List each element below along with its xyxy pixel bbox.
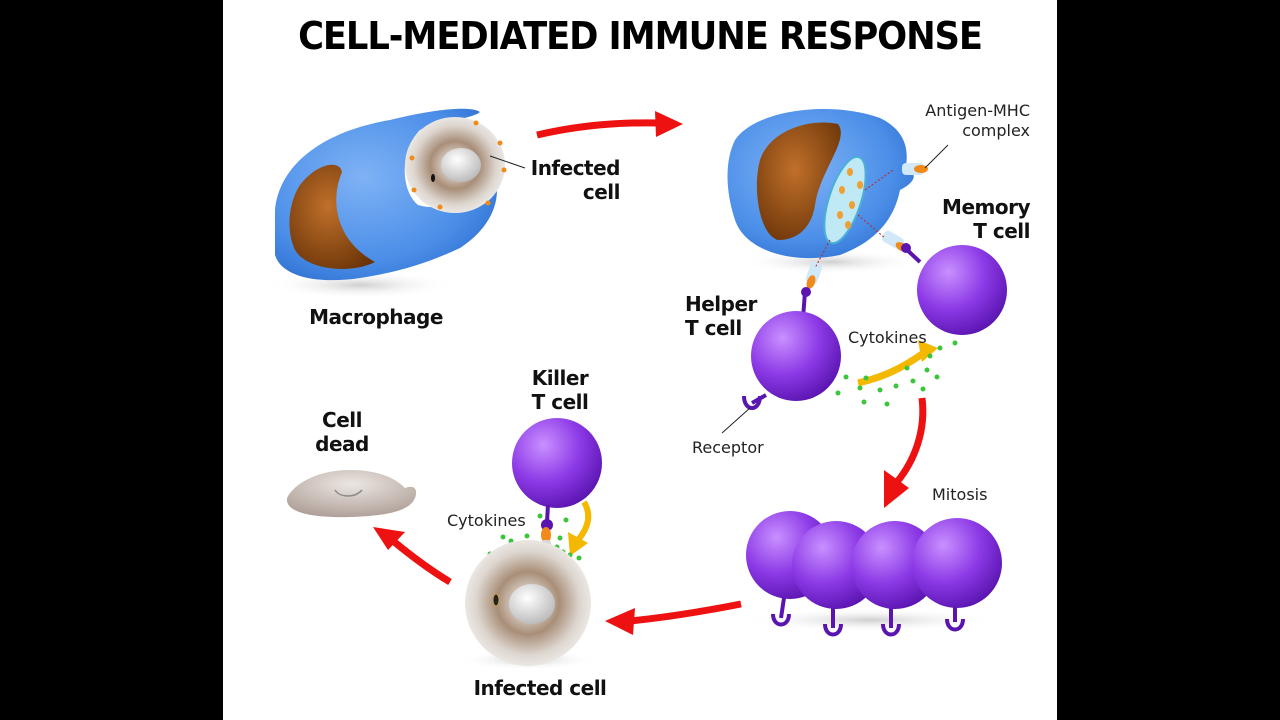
label-receptor: Receptor <box>692 438 764 457</box>
engulfed-infected-cell <box>405 117 526 213</box>
label-memory-t-cell-line2: T cell <box>973 219 1030 243</box>
label-killer-t-cell: Killer T cell <box>510 366 610 414</box>
label-antigen-mhc-complex: Antigen-MHC complex <box>890 101 1030 141</box>
label-antigen-mhc-line2: complex <box>962 121 1030 140</box>
infected-target-cell <box>458 540 598 670</box>
label-cell-dead-line1: Cell <box>322 408 362 432</box>
label-helper-t-cell-line1: Helper <box>685 292 757 316</box>
arrow-to-mitosis <box>884 397 927 508</box>
label-helper-t-cell-line2: T cell <box>685 316 742 340</box>
mitosis-t-cells <box>740 511 1002 637</box>
arrow-to-infected-cell <box>605 600 742 635</box>
label-cell-dead: Cell dead <box>292 408 392 456</box>
label-infected-cell-top-line1: Infected <box>530 156 621 180</box>
label-memory-t-cell: Memory T cell <box>920 195 1030 243</box>
label-cytokines-killer: Cytokines <box>447 511 526 530</box>
helper-t-cell <box>721 287 841 434</box>
antigen-mhc-complex-icon <box>805 163 928 289</box>
label-infected-cell-bottom: Infected cell <box>473 676 607 700</box>
label-helper-t-cell: Helper T cell <box>685 292 785 340</box>
label-killer-t-cell-line2: T cell <box>531 390 589 414</box>
memory-t-cell <box>901 243 1007 335</box>
label-antigen-mhc-line1: Antigen-MHC <box>925 101 1030 120</box>
dead-cell <box>286 470 417 518</box>
label-killer-t-cell-line1: Killer <box>531 366 589 390</box>
diagram-title: CELL-MEDIATED IMMUNE RESPONSE <box>298 14 983 58</box>
arrow-macrophage-to-presenting-cell <box>536 111 683 139</box>
macrophage-cell <box>265 108 497 299</box>
cytokine-signal-helper <box>835 340 958 407</box>
label-mitosis: Mitosis <box>932 485 988 504</box>
antigen-presenting-cell <box>727 109 949 289</box>
label-macrophage: Macrophage <box>309 305 443 329</box>
label-memory-t-cell-line1: Memory <box>942 195 1030 219</box>
label-infected-cell-top: Infected cell <box>510 156 621 204</box>
label-cytokines-helper: Cytokines <box>848 328 927 347</box>
label-infected-cell-top-line2: cell <box>582 180 621 204</box>
label-cell-dead-line2: dead <box>315 432 369 456</box>
killer-t-cell <box>512 418 602 552</box>
arrow-to-dead-cell <box>373 527 452 586</box>
